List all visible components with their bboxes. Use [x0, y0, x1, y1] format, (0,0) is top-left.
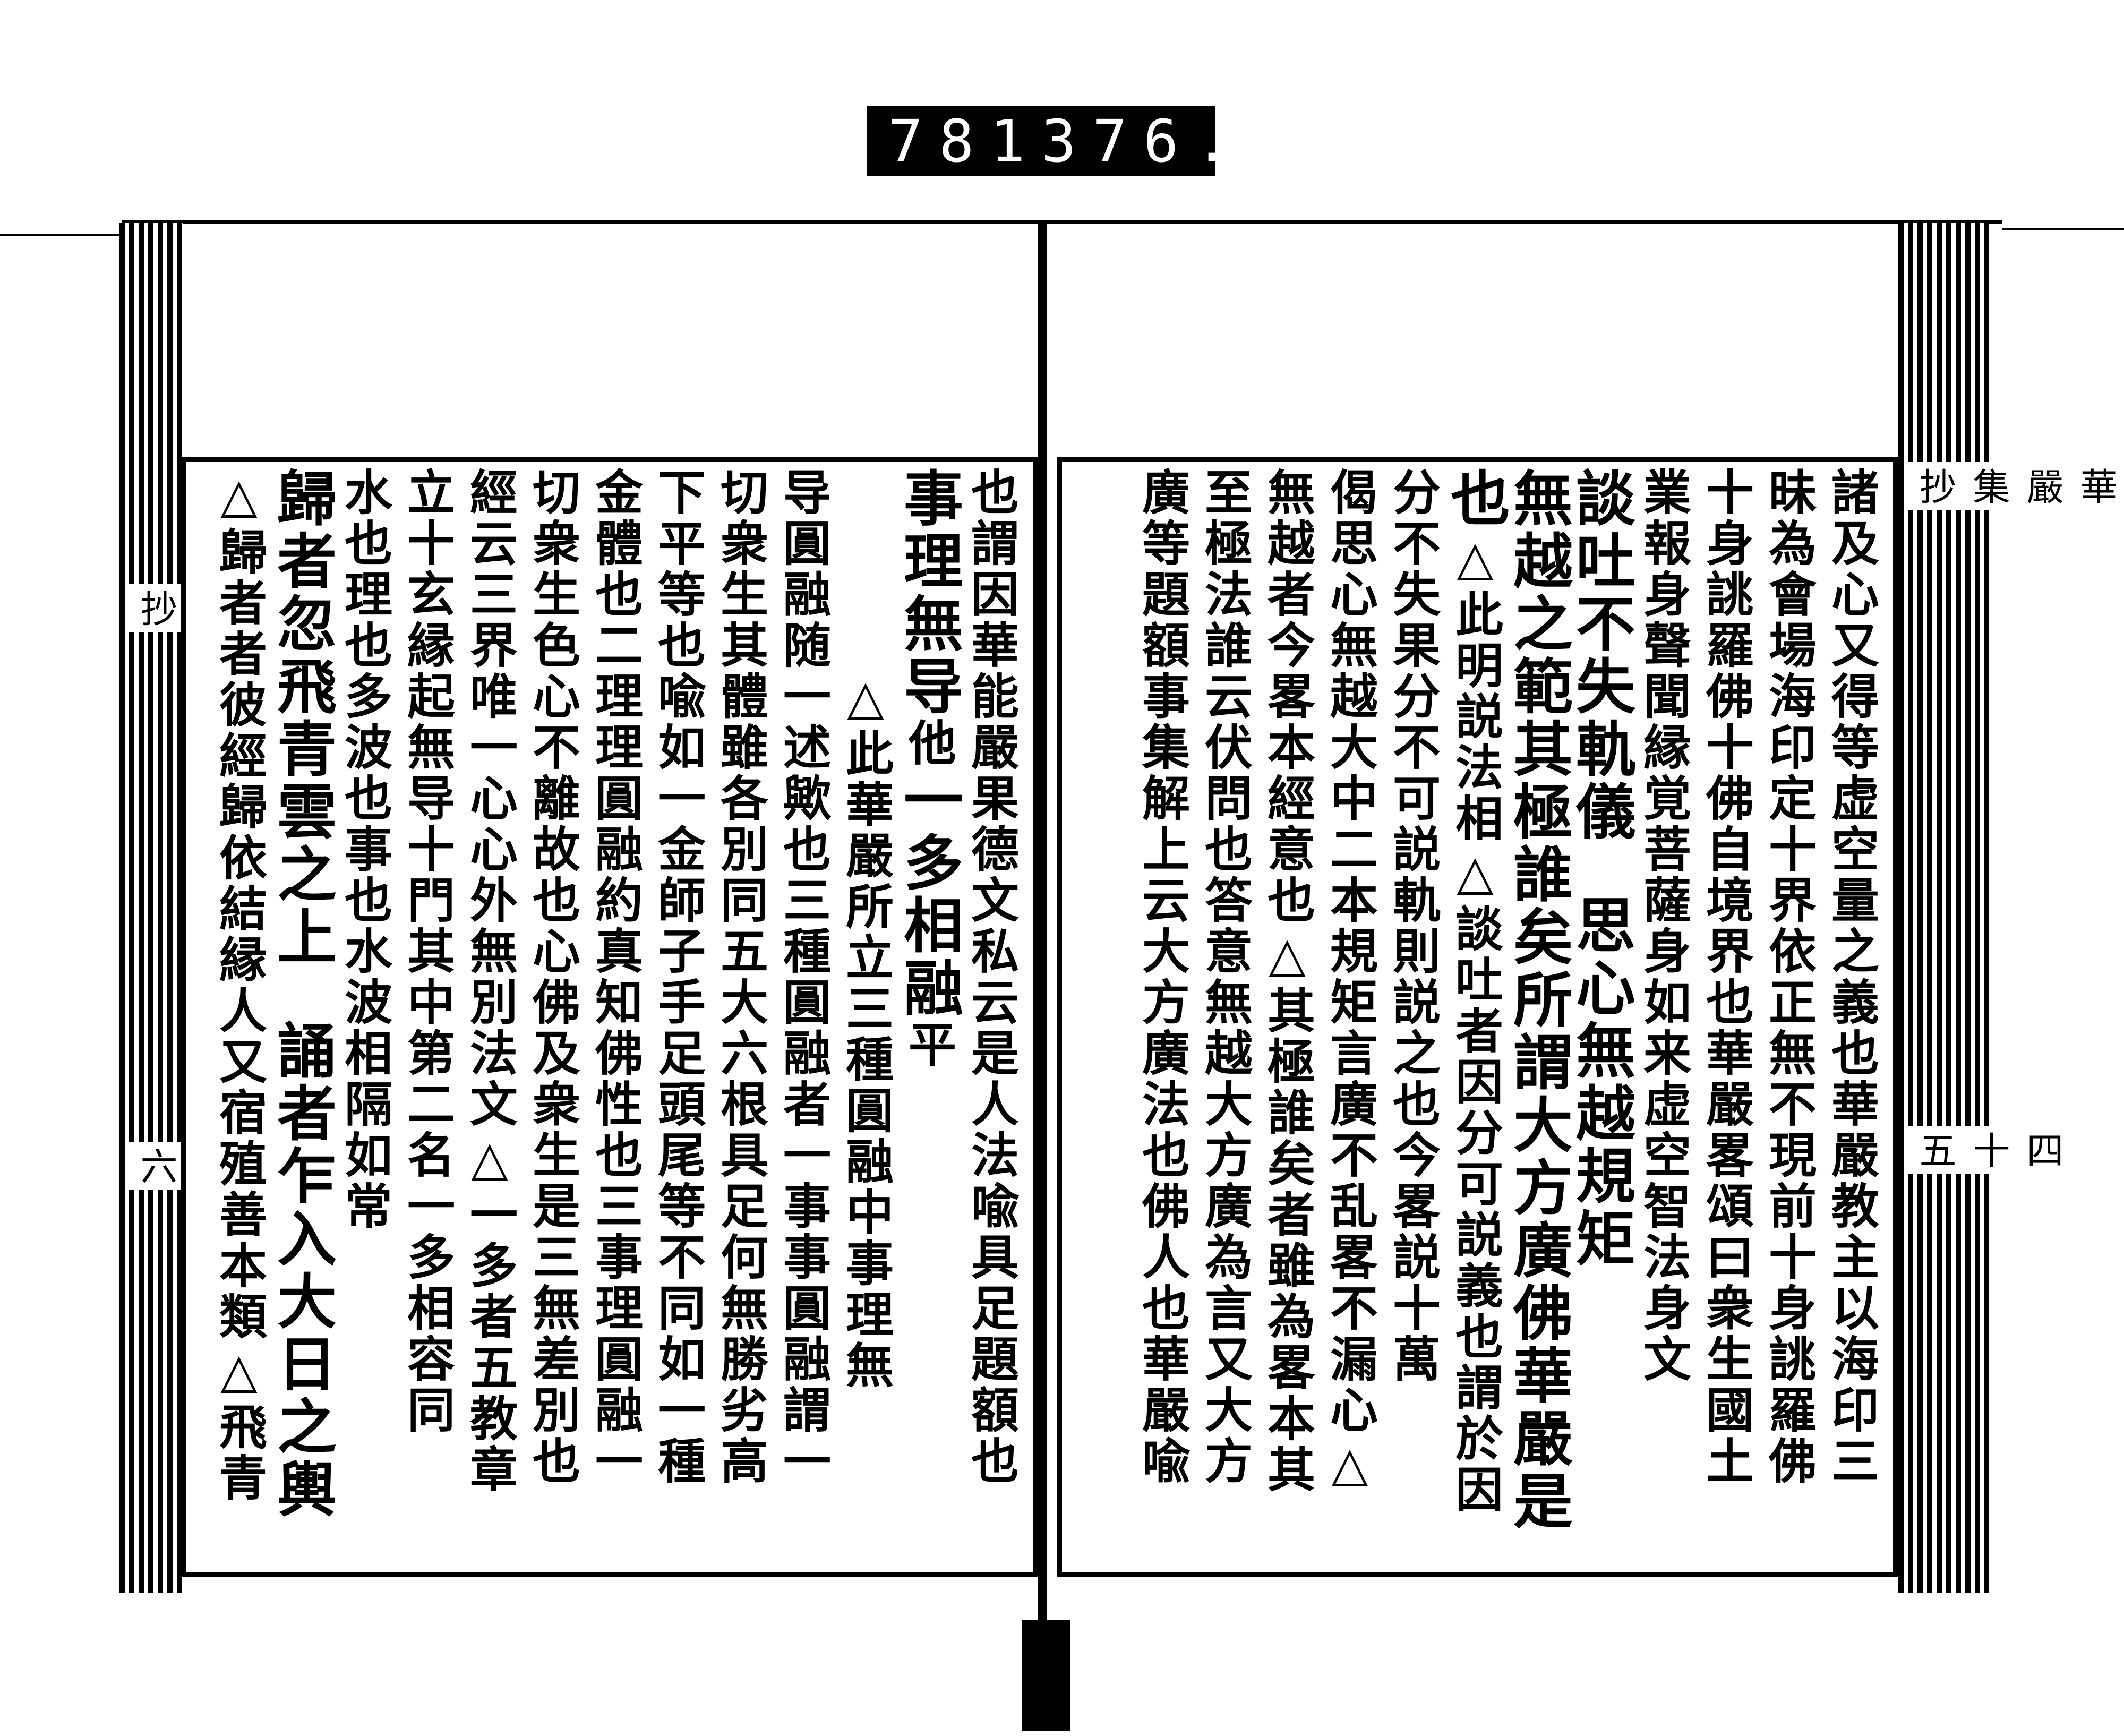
- book-top-edge: [122, 220, 2002, 224]
- text-column: 業報身聲聞縁覚菩薩身如来虚空智法身文: [1632, 467, 1694, 1385]
- commentary-text-segment: 切衆生其體雖各別同五大六根具足何無勝劣高: [712, 467, 768, 1487]
- text-column: 昧為會場海印定十界依正無不現前十身誂羅佛: [1757, 467, 1820, 1487]
- reel-frame-label: 781 376.: [867, 106, 1230, 176]
- reel-number: 781: [888, 107, 1041, 175]
- commentary-text-segment: 無越者今畧本經意也△其極誰矣者雖為畧本其: [1259, 467, 1315, 1495]
- commentary-text-segment: △此華嚴所立三種圓融中事理無: [837, 669, 894, 1391]
- commentary-text-segment: 导圓融随一述歟也三種圓融者一事事圓融謂一: [775, 467, 831, 1487]
- commentary-text-segment: 切衆生色心不離故也心佛及衆生是三無差別也: [524, 467, 580, 1487]
- main-text-segment: 一多相融: [894, 769, 963, 1020]
- commentary-text-segment: 他: [900, 718, 956, 769]
- text-column: 事理無导他一多相融平: [894, 467, 963, 1071]
- text-column: 廣等題額事集解上云大方廣法也佛人也華嚴喩: [1130, 467, 1193, 1487]
- right-margin-title: 華嚴集抄: [1906, 462, 2124, 510]
- main-text-segment: 思心無越規矩: [1566, 894, 1635, 1270]
- main-text-segment: 無越之範其極誰矣所謂大方廣佛華嚴是: [1503, 467, 1573, 1533]
- text-column: 諸及心又得等虚空量之義也華嚴教主以海印三: [1820, 467, 1882, 1487]
- book-spine-divider: [1038, 223, 1047, 1731]
- commentary-text-segment: △歸者者彼經歸依結縁人又宿殖善本類△飛青: [211, 467, 267, 1504]
- text-column: 水也理也多波也事也水波相隔如常: [333, 467, 396, 1232]
- text-column: 談吐不失軌儀 思心無越規矩: [1566, 467, 1635, 1270]
- right-page-text-block: 諸及心又得等虚空量之義也華嚴教主以海印三昧為會場海印定十界依正無不現前十身誂羅佛…: [1057, 457, 1898, 1577]
- scan-border-line: [0, 234, 122, 236]
- text-column: 十身誂羅佛十佛自境界也華嚴畧頌曰衆生國土: [1694, 467, 1757, 1487]
- commentary-text-segment: 也謂因華能嚴果德文私云是人法喩具足題額也: [963, 467, 1019, 1487]
- text-column: 歸者忽飛青雲之上 誦者乍入大日之輿: [267, 467, 337, 1521]
- left-page-edges: [119, 223, 183, 1593]
- commentary-text-segment: 偈思心無越大中二本規矩言廣不乱畧不漏心△: [1322, 467, 1378, 1495]
- text-column: 导圓融随一述歟也三種圓融者一事事圓融謂一: [772, 467, 834, 1487]
- commentary-text-segment: 立十玄縁起無导十門其中第二名一多相容同: [399, 467, 455, 1436]
- text-column: 至極法誰云伏問也答意無越大方廣為言又大方: [1193, 467, 1256, 1487]
- text-column: 偈思心無越大中二本規矩言廣不乱畧不漏心△: [1318, 467, 1381, 1495]
- text-column: 金體也二理理圓融約真知佛性也三事理圓融一: [584, 467, 646, 1487]
- text-column: 立十玄縁起無导十門其中第二名一多相容同: [396, 467, 458, 1436]
- text-column: △歸者者彼經歸依結縁人又宿殖善本類△飛青: [208, 467, 270, 1504]
- commentary-text-segment: 業報身聲聞縁覚菩薩身如来虚空智法身文: [1635, 467, 1691, 1385]
- commentary-text-segment: 十身誂羅佛十佛自境界也華嚴畧頌曰衆生國土: [1698, 467, 1754, 1487]
- commentary-text-segment: 諸及心又得等虚空量之義也華嚴教主以海印三: [1823, 467, 1879, 1487]
- frame-number: 376.: [1041, 107, 1246, 175]
- main-text-segment: 談吐不失軌儀: [1566, 467, 1635, 843]
- text-column: 也△此明説法相△談吐者因分可説義也謂於因: [1441, 467, 1510, 1516]
- main-text-segment: 也: [1441, 467, 1510, 530]
- text-column: 無越之範其極誰矣所謂大方廣佛華嚴是: [1503, 467, 1573, 1533]
- commentary-text-segment: 至極法誰云伏問也答意無越大方廣為言又大方: [1196, 467, 1253, 1487]
- book-spine-foot: [1022, 1620, 1070, 1731]
- left-page-text-block: 也謂因華能嚴果德文私云是人法喩具足題額也事理無导他一多相融平△此華嚴所立三種圓融…: [181, 457, 1038, 1577]
- text-column: △此華嚴所立三種圓融中事理無: [834, 467, 897, 1391]
- text-column: 下平等也喩如一金師子手足頭尾等不同如一種: [646, 467, 709, 1487]
- commentary-text-segment: 金體也二理理圓融約真知佛性也三事理圓融一: [587, 467, 643, 1487]
- scan-border-line: [2002, 228, 2124, 230]
- commentary-text-segment: △此明説法相△談吐者因分可説義也謂於因: [1447, 530, 1503, 1516]
- text-column: 切衆生色心不離故也心佛及衆生是三無差別也: [521, 467, 584, 1487]
- main-text-segment: 歸者忽飛青雲之上: [267, 467, 337, 969]
- text-column: 分不失果分不可説軌則説之也今畧説十萬: [1381, 467, 1444, 1385]
- text-column: 經云三界唯一心心外無別法文△一多者五教章: [458, 467, 521, 1495]
- commentary-text-segment: [273, 969, 330, 1020]
- commentary-text-segment: 廣等題額事集解上云大方廣法也佛人也華嚴喩: [1134, 467, 1190, 1487]
- main-text-segment: 誦者乍入大日之輿: [267, 1020, 337, 1521]
- commentary-text-segment: 分不失果分不可説軌則説之也今畧説十萬: [1384, 467, 1441, 1385]
- text-column: 也謂因華能嚴果德文私云是人法喩具足題額也: [960, 467, 1022, 1487]
- commentary-text-segment: 平: [900, 1020, 956, 1071]
- commentary-text-segment: 經云三界唯一心心外無別法文△一多者五教章: [461, 467, 518, 1495]
- main-text-segment: 事理無导: [894, 467, 963, 718]
- commentary-text-segment: [1572, 843, 1629, 894]
- commentary-text-segment: 下平等也喩如一金師子手足頭尾等不同如一種: [649, 467, 706, 1487]
- commentary-text-segment: 水也理也多波也事也水波相隔如常: [336, 467, 392, 1232]
- text-column: 切衆生其體雖各別同五大六根具足何無勝劣高: [709, 467, 772, 1487]
- right-page-edges: [1898, 223, 1989, 1593]
- text-column: 無越者今畧本經意也△其極誰矣者雖為畧本其: [1256, 467, 1318, 1495]
- commentary-text-segment: 昧為會場海印定十界依正無不現前十身誂羅佛: [1760, 467, 1817, 1487]
- right-margin-folio: 四十五: [1906, 1126, 2071, 1174]
